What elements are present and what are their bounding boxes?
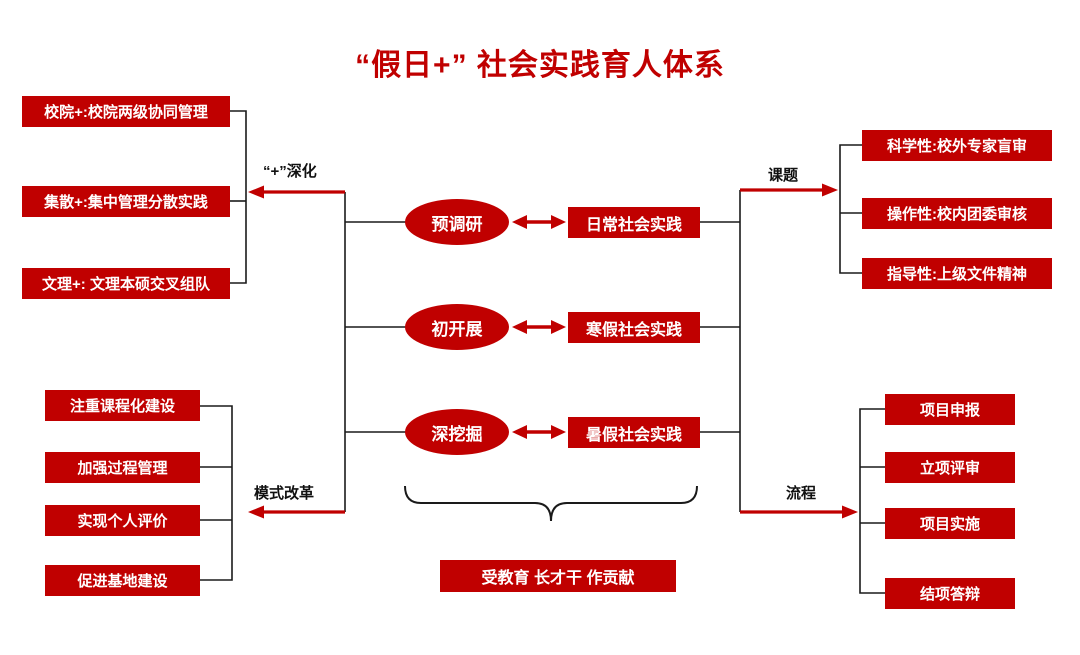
stage-ellipse: 初开展 xyxy=(405,304,509,350)
plus-deepening-label: “+”深化 xyxy=(263,163,317,180)
process-label: 流程 xyxy=(786,485,817,502)
double-arrow-2 xyxy=(512,320,566,334)
plus-deepening-box: 校院+:校院两级协同管理 xyxy=(22,96,230,127)
bracket-lines xyxy=(200,110,885,594)
process-box: 立项评审 xyxy=(885,452,1015,483)
process-box: 结项答辩 xyxy=(885,578,1015,609)
plus-deepening-box: 文理+: 文理本硕交叉组队 xyxy=(22,268,230,299)
stage-ellipse: 深挖掘 xyxy=(405,409,509,455)
mode-reform-label: 模式改革 xyxy=(254,485,315,502)
topic-box: 科学性:校外专家盲审 xyxy=(862,130,1052,161)
double-arrow-3 xyxy=(512,425,566,439)
practice-box: 暑假社会实践 xyxy=(568,417,700,448)
mode-reform-box: 加强过程管理 xyxy=(45,452,200,483)
practice-box: 日常社会实践 xyxy=(568,207,700,238)
process-box: 项目实施 xyxy=(885,508,1015,539)
mode-reform-box: 促进基地建设 xyxy=(45,565,200,596)
reform-arrowhead xyxy=(248,505,264,519)
outcome-box: 受教育 长才干 作贡献 xyxy=(440,560,676,592)
process-arrowhead xyxy=(842,505,858,519)
diagram-title: “假日+” 社会实践育人体系 xyxy=(355,49,725,82)
stage-ellipse: 预调研 xyxy=(405,199,509,245)
topic-box: 操作性:校内团委审核 xyxy=(862,198,1052,229)
mode-reform-box: 注重课程化建设 xyxy=(45,390,200,421)
practice-box: 寒假社会实践 xyxy=(568,312,700,343)
arrow-lines xyxy=(248,183,858,519)
topics-arrowhead xyxy=(822,183,838,197)
topics-label: 课题 xyxy=(768,167,799,184)
topic-box: 指导性:上级文件精神 xyxy=(862,258,1052,289)
process-box: 项目申报 xyxy=(885,394,1015,425)
plus-deepening-box: 集散+:集中管理分散实践 xyxy=(22,186,230,217)
mode-reform-box: 实现个人评价 xyxy=(45,505,200,536)
deepening-arrowhead xyxy=(248,185,264,199)
double-arrow-1 xyxy=(512,215,566,229)
